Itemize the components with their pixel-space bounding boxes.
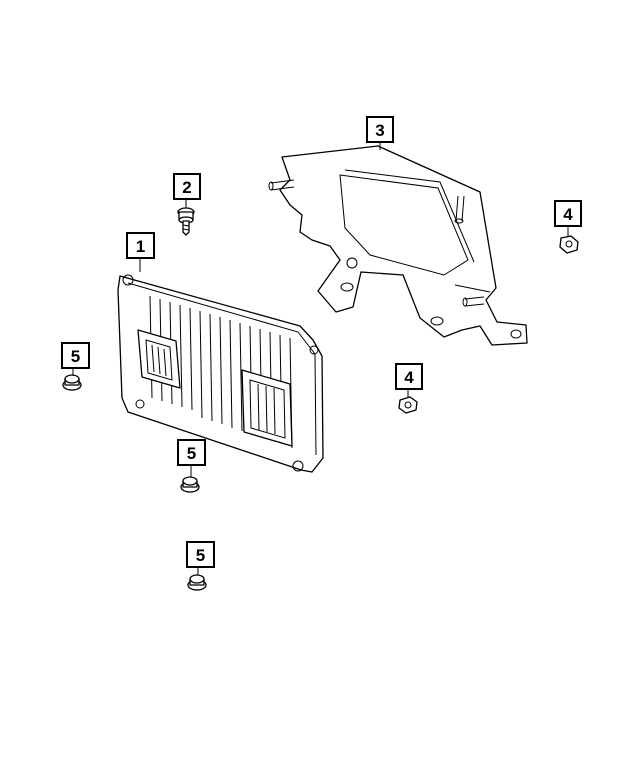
nut-upper[interactable] <box>559 235 579 254</box>
svg-text:5: 5 <box>196 546 205 565</box>
callout-nut-lower: 4 <box>395 363 423 397</box>
svg-text:4: 4 <box>404 368 414 387</box>
svg-text:1: 1 <box>136 237 145 256</box>
callout-bolt: 2 <box>173 173 201 208</box>
svg-text:3: 3 <box>375 121 384 140</box>
svg-text:5: 5 <box>187 444 196 463</box>
engine-control-module[interactable] <box>117 274 324 473</box>
callout-fastener-bottom: 5 <box>186 541 215 575</box>
callout-ecm: 1 <box>126 232 155 272</box>
callout-bracket: 3 <box>366 116 394 150</box>
fastener-middle[interactable] <box>180 476 200 493</box>
nut-lower[interactable] <box>398 396 418 414</box>
callout-fastener-middle: 5 <box>177 439 206 477</box>
svg-text:4: 4 <box>563 205 573 224</box>
fastener-left[interactable] <box>62 374 82 391</box>
callout-nut-upper: 4 <box>554 200 582 236</box>
mounting-bracket[interactable] <box>268 145 528 346</box>
bolt[interactable] <box>177 207 195 236</box>
fastener-bottom[interactable] <box>187 574 207 591</box>
svg-text:5: 5 <box>71 347 80 366</box>
callout-fastener-left: 5 <box>61 342 90 376</box>
svg-text:2: 2 <box>182 178 191 197</box>
